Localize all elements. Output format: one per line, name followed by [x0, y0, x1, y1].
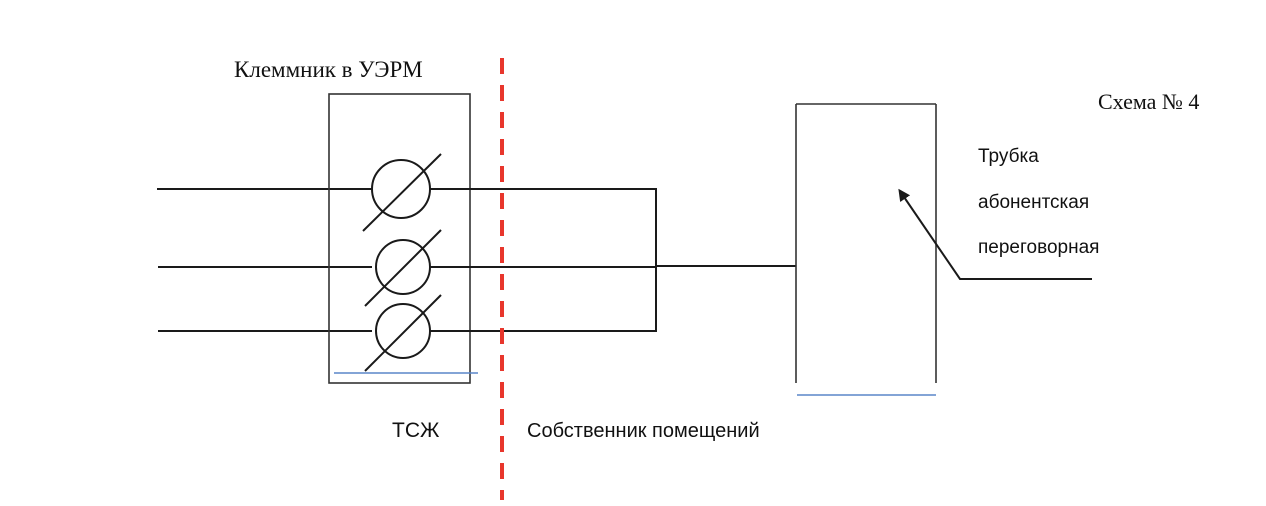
device-label: Трубка абонентская переговорная — [978, 146, 1099, 258]
device-label-line-3: переговорная — [978, 237, 1099, 258]
terminal-block-box — [328, 93, 471, 384]
terminal-block-label: Клеммник в УЭРМ — [234, 57, 423, 82]
leader-arrow-icon — [898, 188, 1092, 280]
terminal-3 — [364, 294, 442, 372]
terminal-2 — [364, 229, 442, 307]
terminal-slash-icon — [364, 229, 442, 307]
terminal-circle-icon — [371, 159, 431, 219]
terminal-slash-icon — [364, 294, 442, 372]
terminal-slash-icon — [362, 153, 442, 232]
device-label-line-1: Трубка — [978, 146, 1039, 167]
left-zone-label: ТСЖ — [392, 419, 440, 442]
handset-device-box — [795, 103, 937, 383]
incoming-wires — [157, 188, 372, 332]
terminal-1 — [362, 153, 442, 232]
outgoing-wires — [430, 188, 796, 332]
terminal-circle-icon — [375, 303, 431, 359]
scheme-label: Схема № 4 — [1098, 89, 1199, 114]
terminals — [362, 153, 442, 372]
right-zone-label: Собственник помещений — [527, 420, 760, 442]
device-label-line-2: абонентская — [978, 192, 1089, 213]
